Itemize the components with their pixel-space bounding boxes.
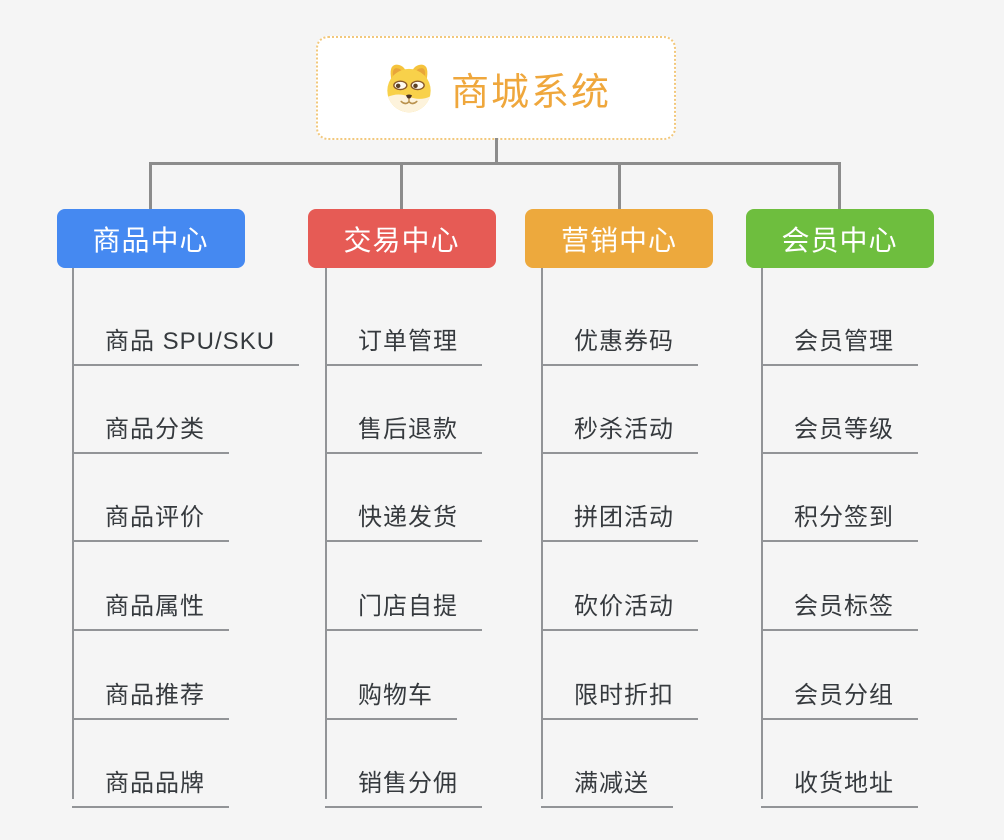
- root-title: 商城系统: [450, 71, 611, 114]
- leaf-node[interactable]: 门店自提: [325, 563, 482, 631]
- branch-node[interactable]: 会员中心: [745, 209, 934, 268]
- leaf-node[interactable]: 会员标签: [761, 563, 918, 631]
- branch-trunk-line: [72, 268, 74, 799]
- branch-trunk-line: [325, 268, 327, 799]
- leaf-node[interactable]: 商品推荐: [72, 652, 229, 720]
- connector-line: [149, 162, 841, 165]
- branch-node[interactable]: 商品中心: [56, 209, 245, 268]
- branch-trunk-line: [541, 268, 543, 799]
- leaf-node[interactable]: 满减送: [541, 740, 673, 808]
- leaf-node[interactable]: 商品属性: [72, 563, 229, 631]
- leaf-node[interactable]: 商品分类: [72, 386, 229, 454]
- branch-node[interactable]: 交易中心: [307, 209, 496, 268]
- connector-line: [617, 162, 621, 209]
- leaf-node[interactable]: 订单管理: [325, 298, 482, 366]
- leaf-node[interactable]: 商品 SPU/SKU: [72, 298, 300, 366]
- branch-trunk-line: [761, 268, 763, 799]
- leaf-node[interactable]: 快递发货: [325, 474, 482, 542]
- leaf-node[interactable]: 限时折扣: [541, 652, 698, 720]
- leaf-node[interactable]: 拼团活动: [541, 474, 698, 542]
- leaf-node[interactable]: 优惠券码: [541, 298, 698, 366]
- doge-icon: [381, 62, 437, 114]
- leaf-node[interactable]: 会员管理: [761, 298, 918, 366]
- leaf-node[interactable]: 商品评价: [72, 474, 229, 542]
- leaf-node[interactable]: 砍价活动: [541, 563, 698, 631]
- connector-line: [838, 162, 841, 209]
- branch-node[interactable]: 营销中心: [525, 209, 713, 268]
- leaf-node[interactable]: 秒杀活动: [541, 386, 698, 454]
- leaf-node[interactable]: 收货地址: [761, 740, 918, 808]
- leaf-node[interactable]: 积分签到: [761, 474, 918, 542]
- leaf-node[interactable]: 会员等级: [761, 386, 918, 454]
- root-node[interactable]: 商城系统: [316, 36, 676, 140]
- connector-line: [400, 162, 403, 209]
- connector-line: [494, 138, 498, 165]
- leaf-node[interactable]: 购物车: [325, 652, 457, 720]
- leaf-node[interactable]: 售后退款: [325, 386, 482, 454]
- connector-line: [149, 162, 152, 209]
- leaf-node[interactable]: 会员分组: [761, 652, 918, 720]
- leaf-node[interactable]: 商品品牌: [72, 740, 229, 808]
- leaf-node[interactable]: 销售分佣: [325, 740, 482, 808]
